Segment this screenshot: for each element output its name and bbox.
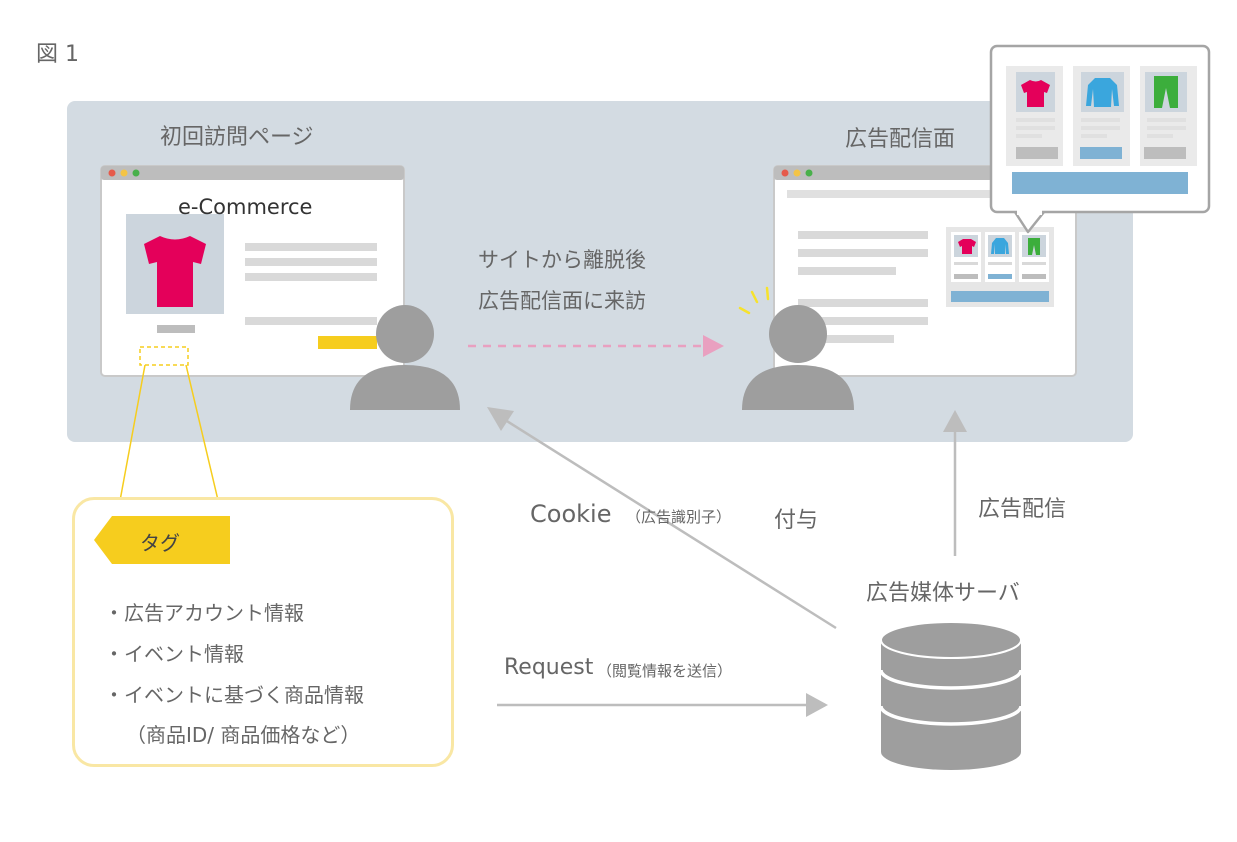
tag-connector-left [116, 364, 146, 518]
window-maximize-dot-icon [805, 169, 813, 177]
request-arrowhead [806, 693, 828, 717]
window-close-dot-icon [108, 169, 116, 177]
ad-area-title: 広告配信面 [845, 127, 956, 152]
sweater-ad-icon [991, 238, 1009, 254]
tag-placement-marker [139, 346, 189, 366]
tag-label: タグ [140, 531, 180, 555]
tag-connector-right [185, 364, 223, 518]
transition-caption-line1: サイトから離脱後 [478, 248, 646, 272]
tshirt-product-icon [144, 236, 206, 307]
window-minimize-dot-icon [120, 169, 128, 177]
window-maximize-dot-icon [132, 169, 140, 177]
tag-item-product: ・イベントに基づく商品情報 [104, 683, 364, 707]
cookie-arrowhead [487, 407, 514, 431]
window-minimize-dot-icon [793, 169, 801, 177]
pants-ad-icon [1028, 238, 1040, 255]
request-label: Request [504, 655, 594, 680]
ad-delivery-label: 広告配信 [978, 497, 1067, 522]
cookie-label: Cookie [530, 500, 612, 528]
figure-label: 図 1 [36, 42, 79, 67]
sweater-callout-icon [1086, 78, 1119, 107]
cookie-arrow [501, 416, 837, 630]
transition-caption-line2: 広告配信面に来訪 [478, 289, 646, 313]
tag-item-account: ・広告アカウント情報 [104, 601, 304, 625]
request-detail: （閲覧情報を送信） [597, 662, 733, 680]
cookie-detail: （広告識別子） [626, 508, 732, 526]
tag-item-product-detail: （商品ID/ 商品価格など） [126, 723, 361, 747]
callout-ad-banner [1012, 172, 1188, 194]
ad-zoom-callout [989, 44, 1211, 234]
first-visit-title: 初回訪問ページ [160, 125, 314, 150]
returning-visitor-person-icon [742, 305, 854, 410]
visitor-person-icon [350, 305, 460, 410]
ad-server-label: 広告媒体サーバ [866, 581, 1020, 606]
tag-item-event: ・イベント情報 [104, 642, 244, 666]
cookie-grant-label: 付与 [774, 508, 819, 533]
pants-callout-icon [1154, 76, 1178, 108]
tshirt-ad-icon [958, 239, 976, 254]
cart-button-shape [318, 336, 377, 349]
tshirt-callout-icon [1021, 80, 1050, 107]
tag-label-shape [94, 516, 230, 564]
visit-transition-arrowhead [703, 335, 724, 357]
window-close-dot-icon [781, 169, 789, 177]
ad-delivery-arrowhead [943, 410, 967, 432]
ad-server-database-icon [879, 621, 1023, 770]
first-visit-browser-window [100, 165, 405, 377]
ecommerce-site-name: e-Commerce [178, 195, 313, 219]
attention-spark-icon [738, 286, 770, 315]
